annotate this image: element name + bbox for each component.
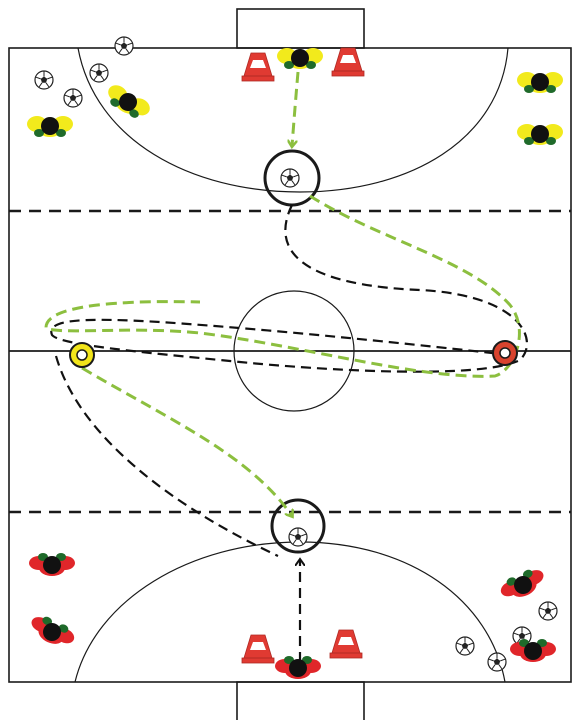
ball-target-bottom <box>288 527 308 547</box>
player-b1 <box>29 553 75 576</box>
center-circle <box>233 290 355 412</box>
ball-1 <box>114 36 134 56</box>
ball-target-top <box>280 168 300 188</box>
player-b2 <box>26 611 78 652</box>
player-b4 <box>497 564 549 605</box>
cone-top-left <box>241 52 275 82</box>
player-b3 <box>275 656 321 679</box>
yellow-start-marker <box>69 342 95 368</box>
bottom-goal <box>236 681 365 720</box>
ball-2 <box>34 70 54 90</box>
player-a4 <box>517 72 563 93</box>
green-run-path <box>44 194 521 378</box>
red-start-marker <box>492 340 518 366</box>
green-pass-bottom <box>81 366 292 516</box>
player-b5 <box>510 639 556 662</box>
cone-bottom-right <box>329 629 363 659</box>
top-goal <box>236 8 365 49</box>
cone-bottom-left <box>241 634 275 664</box>
ball-7 <box>455 636 475 656</box>
ball-3 <box>89 63 109 83</box>
cone-top-right <box>331 47 365 77</box>
player-a1 <box>277 48 323 69</box>
player-a3 <box>27 116 73 137</box>
ball-4 <box>63 88 83 108</box>
green-pass-top <box>292 71 300 146</box>
player-a5 <box>517 124 563 145</box>
pitch-boundary <box>8 47 572 683</box>
ball-8 <box>487 652 507 672</box>
top-penalty-arc <box>77 47 509 193</box>
black-dribble-path-upper <box>50 204 529 373</box>
bottom-target-circle <box>270 498 326 554</box>
ball-5 <box>538 601 558 621</box>
black-dribble-path-lower <box>54 355 279 557</box>
